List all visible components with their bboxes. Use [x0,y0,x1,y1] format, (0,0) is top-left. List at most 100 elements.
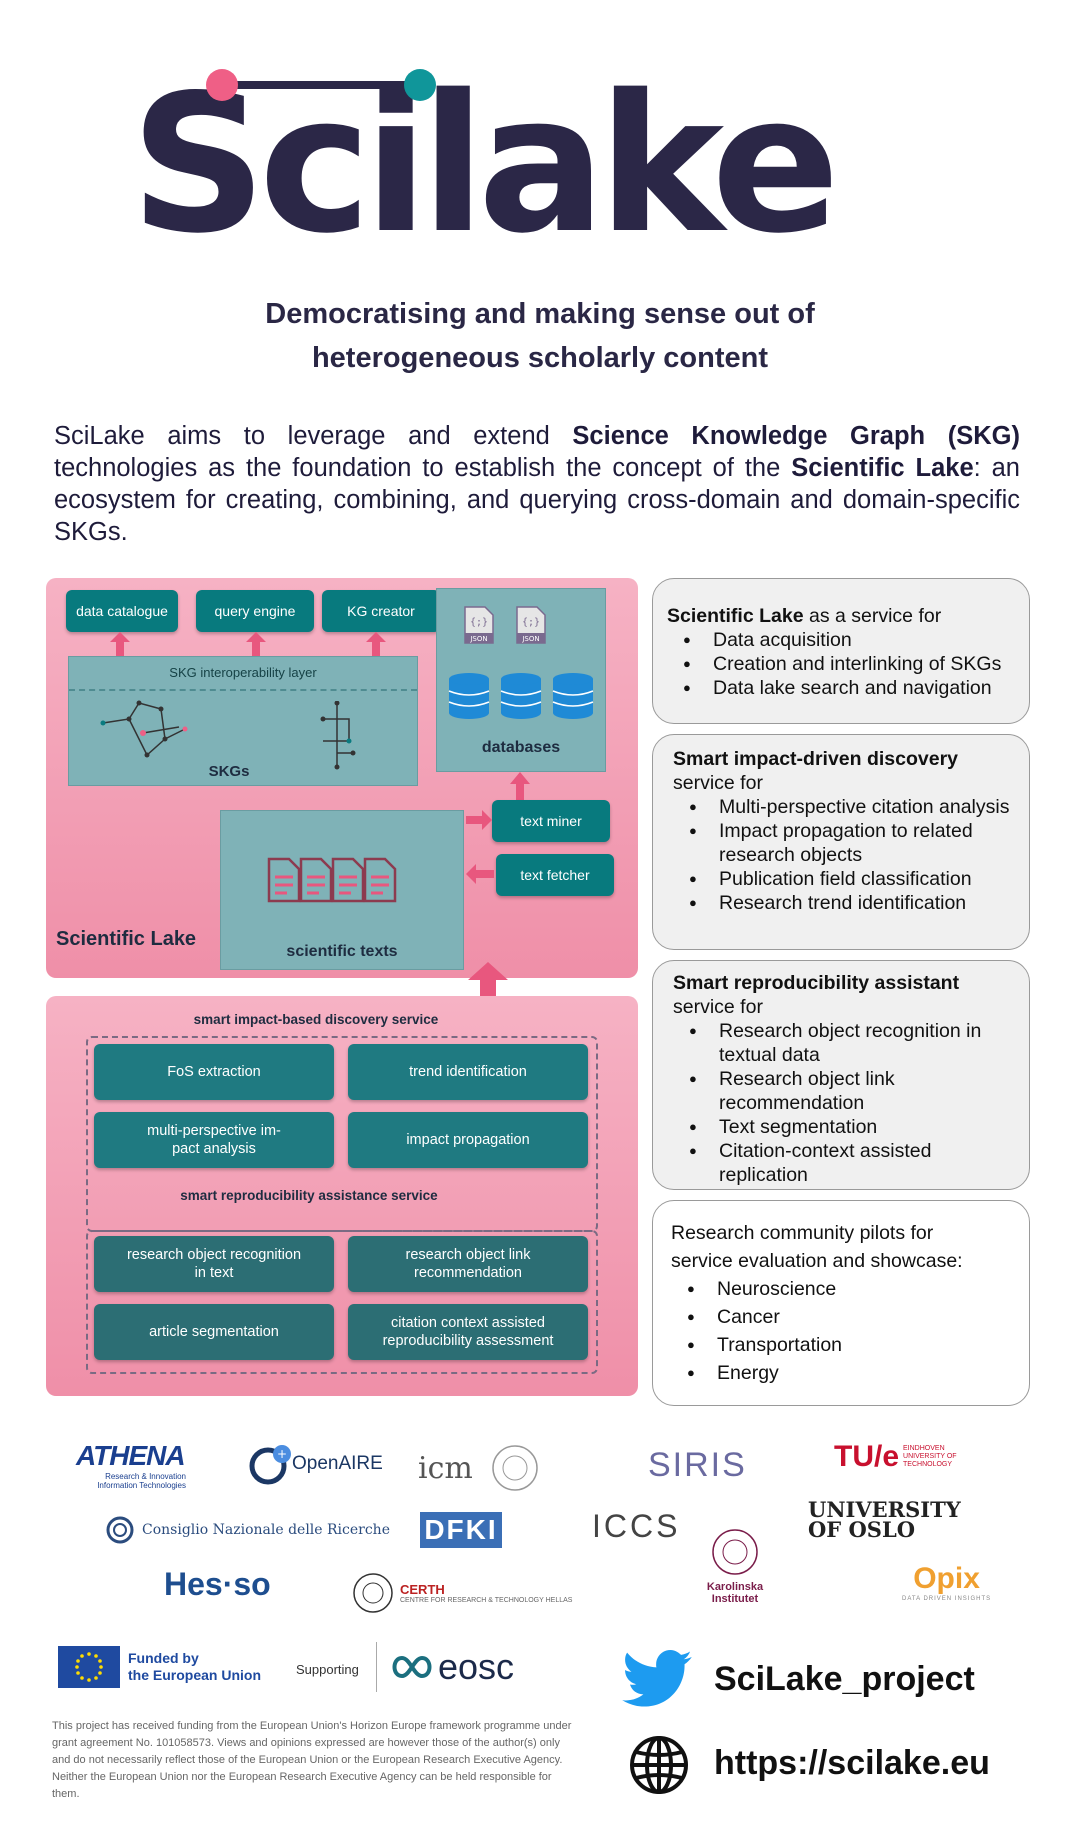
database-cylinders-icon [448,673,594,719]
hesso-logo: Hes·so [164,1566,271,1602]
list-item: Data lake search and navigation [667,676,1015,700]
intro-text-3: : an ecosystem for creating, combining, … [54,454,1020,546]
list-item: Energy [671,1359,1015,1387]
svg-text:{;}: {;} [470,617,488,628]
logo-teal-dot [404,69,436,101]
card-pilots-title: Research community pilots for service ev… [671,1222,963,1272]
list-item: Text segmentation [673,1115,1015,1139]
text-miner-box: text miner [492,800,610,842]
card-impact-list: Multi-perspective citation analysis Impa… [673,795,1015,915]
kg-creator-box: KG creator [322,590,440,632]
eosc-logo: eosc [390,1646,514,1688]
article-segmentation-box: article segmentation [94,1304,334,1360]
cnr-logo: Consiglio Nazionale delle Ricerche [106,1516,390,1544]
ror-box: research object recognition in text [94,1236,334,1292]
tagline-line1: Democratising and making sense out of [265,298,815,330]
text-fetcher-box: text fetcher [496,854,614,896]
skg-tree-icon [320,701,356,770]
supporting-label: Supporting [296,1662,359,1677]
texts-to-miner-arrow [466,810,492,830]
skg-graph-icon [100,700,188,758]
databases-box: {;} JSON {;} JSON databases [436,588,606,772]
scilake-logo-graphic: Scilake [130,55,840,255]
funding-divider [376,1642,377,1692]
list-item: Publication field classification [673,867,1015,891]
card-lake-list: Data acquisition Creation and interlinki… [667,628,1015,700]
architecture-diagram: data catalogue query engine KG creator S… [46,578,640,1398]
funding-disclaimer: This project has received funding from t… [52,1720,572,1800]
globe-icon [630,1736,688,1794]
twitter-handle[interactable]: SciLake_project [714,1660,975,1698]
eosc-infinity-icon [392,1655,432,1679]
warsaw-seal-icon [492,1445,538,1491]
citation-repro-box: citation context assisted reproducibilit… [348,1304,588,1360]
card-repro-list: Research object recognition in textual d… [673,1019,1015,1187]
skgs-box: SKG interoperability layer SKGs [68,656,418,786]
list-item: Neuroscience [671,1275,1015,1303]
card-pilots-list: Neuroscience Cancer Transportation Energ… [671,1275,1015,1387]
karolinska-logo: Karolinska Institutet [700,1528,770,1605]
miner-to-db-arrow [510,772,530,800]
svg-text:+: + [277,1447,287,1461]
website-link[interactable]: https://scilake.eu [714,1744,990,1782]
svg-text:JSON: JSON [521,635,539,643]
oslo-logo: UNIVERSITY OF OSLO [808,1497,961,1542]
intro-text-1: SciLake aims to leverage and extend [54,422,573,450]
fos-extraction-box: FoS extraction [94,1044,334,1100]
list-item: Impact propagation to related research o… [673,819,1015,867]
logo-pink-dot [206,69,238,101]
list-item: Citation-context assisted replication [673,1139,1015,1187]
list-item: Cancer [671,1303,1015,1331]
json-file-icon-2: {;} JSON [516,606,546,644]
databases-label: databases [481,739,561,756]
card-lake-title: Scientific Lake as a service for [667,605,942,627]
data-catalogue-box: data catalogue [66,590,178,632]
svg-text:JSON: JSON [469,635,487,643]
fetcher-to-texts-arrow [466,864,494,884]
list-item: Transportation [671,1331,1015,1359]
scientific-texts-box: scientific texts [220,810,464,970]
skg-layer-band [69,657,417,691]
list-item: Research trend identification [673,891,1015,915]
document-icons [267,857,397,903]
list-item: Research object link recommendation [673,1067,1015,1115]
list-item: Multi-perspective citation analysis [673,795,1015,819]
scilake-logo: Scilake [0,55,1080,255]
skgs-label: SKGs [208,763,250,780]
eu-flag-icon [58,1646,120,1688]
skg-layer-label: SKG interoperability layer [169,665,317,680]
dfki-logo: DFKI [420,1512,502,1548]
repro-service-group [86,1230,598,1374]
opix-logo: Opix DATA DRIVEN INSIGHTS [902,1562,992,1602]
tagline: Democratising and making sense out of he… [0,292,1080,380]
json-file-icon-1: {;} JSON [464,606,494,644]
tagline-line2: heterogeneous scholarly content [311,342,769,374]
impact-propagation-box: impact propagation [348,1112,588,1168]
card-scientific-lake: Scientific Lake as a service for Data ac… [652,578,1030,724]
certh-seal-icon [353,1573,393,1613]
trend-identification-box: trend identification [348,1044,588,1100]
list-item: Data acquisition [667,628,1015,652]
icm-logo: icm [418,1444,539,1492]
list-item: Research object recognition in textual d… [673,1019,1015,1067]
athena-logo: ATHENA Research & Innovation Information… [76,1440,186,1490]
repro-service-title: smart reproducibility assistance service [180,1188,438,1203]
multi-perspective-box: multi-perspective im-pact analysis [94,1112,334,1168]
tue-logo: TU/e EINDHOVEN UNIVERSITY OF TECHNOLOGY [834,1440,957,1473]
siris-logo: SIRIS [648,1446,747,1484]
svg-text:{;}: {;} [522,617,540,628]
rolr-box: research object link recommendation [348,1236,588,1292]
iccs-logo: ICCS [592,1508,681,1544]
card-pilots: Research community pilots for service ev… [652,1200,1030,1406]
scientific-lake-panel: data catalogue query engine KG creator S… [46,578,638,978]
intro-bold-lake: Scientific Lake [791,454,974,482]
list-item: Creation and interlinking of SKGs [667,652,1015,676]
intro-text-2: technologies as the foundation to establ… [54,454,792,482]
impact-service-title: smart impact-based discovery service [193,1012,439,1027]
intro-paragraph: SciLake aims to leverage and extend Scie… [54,420,1020,548]
